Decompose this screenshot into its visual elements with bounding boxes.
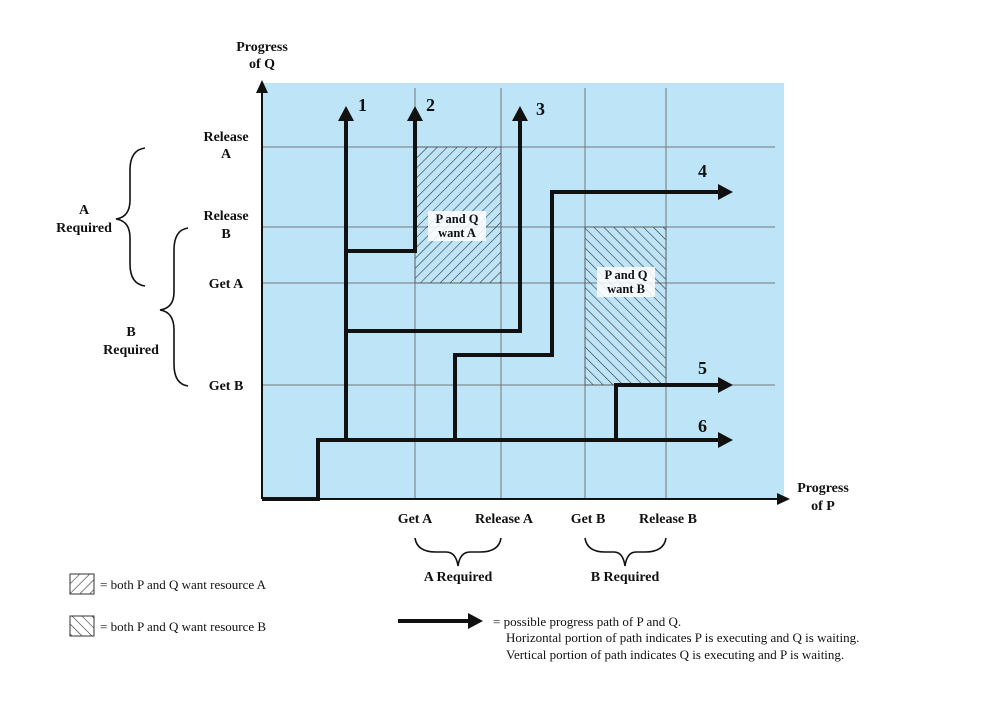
x-tick-get-b: Get B xyxy=(571,512,606,527)
path-number-3: 3 xyxy=(536,99,545,119)
y-axis-label-line2: of Q xyxy=(249,57,275,72)
path-3 xyxy=(346,118,522,333)
a-required-left-line2: Required xyxy=(56,221,112,236)
y-axis-label-line1: Progress xyxy=(236,40,288,55)
path-number-2: 2 xyxy=(426,95,435,115)
path-number-6: 6 xyxy=(698,416,707,436)
progress-paths xyxy=(262,106,733,501)
path-4 xyxy=(453,190,722,440)
path-6 xyxy=(262,438,722,501)
x-tick-get-a: Get A xyxy=(398,512,433,527)
legend-arrow-line1: = possible progress path of P and Q. xyxy=(493,614,681,629)
region-b-label-line1: P and Q xyxy=(604,268,647,282)
path-number-1: 1 xyxy=(358,95,367,115)
region-both-want-b xyxy=(584,226,667,386)
path-5 xyxy=(614,383,722,440)
region-a-label-line1: P and Q xyxy=(435,212,478,226)
path-2 xyxy=(346,118,417,253)
y-tick-release-b-line1: Release xyxy=(203,209,248,224)
axes xyxy=(256,80,790,505)
legend-arrow-line3: Vertical portion of path indicates Q is … xyxy=(506,647,844,662)
region-a-label-line2: want A xyxy=(438,226,476,240)
legend-arrow-line2: Horizontal portion of path indicates P i… xyxy=(506,630,859,645)
y-tick-release-b-line2: B xyxy=(221,227,230,242)
y-tick-release-a-line2: A xyxy=(221,147,232,162)
legend-hatch-b-text: = both P and Q want resource B xyxy=(100,619,266,634)
y-tick-release-a-line1: Release xyxy=(203,130,248,145)
region-b-label-line2: want B xyxy=(607,282,645,296)
x-axis-label-line2: of P xyxy=(811,499,835,514)
x-tick-release-a: Release A xyxy=(475,512,534,527)
path-number-4: 4 xyxy=(698,161,707,181)
a-required-left-line1: A xyxy=(79,203,90,218)
y-tick-get-b: Get B xyxy=(209,379,244,394)
path-number-5: 5 xyxy=(698,358,707,378)
legend-hatch-b-swatch xyxy=(69,615,95,637)
brace-b-required-bottom xyxy=(584,537,667,567)
b-required-left-line2: Required xyxy=(103,343,159,358)
a-required-bottom: A Required xyxy=(424,570,493,585)
b-required-left-line1: B xyxy=(126,325,135,340)
plot-area xyxy=(262,83,784,499)
x-tick-release-b: Release B xyxy=(639,512,697,527)
legend-hatch-a-swatch xyxy=(69,573,95,595)
x-axis-label-line1: Progress xyxy=(797,481,849,496)
legend-hatch-a-text: = both P and Q want resource A xyxy=(100,577,267,592)
brace-a-required xyxy=(115,147,146,287)
brace-a-required-bottom xyxy=(414,537,502,567)
brace-b-required xyxy=(159,227,189,387)
b-required-bottom: B Required xyxy=(591,570,660,585)
y-tick-get-a: Get A xyxy=(209,277,244,292)
